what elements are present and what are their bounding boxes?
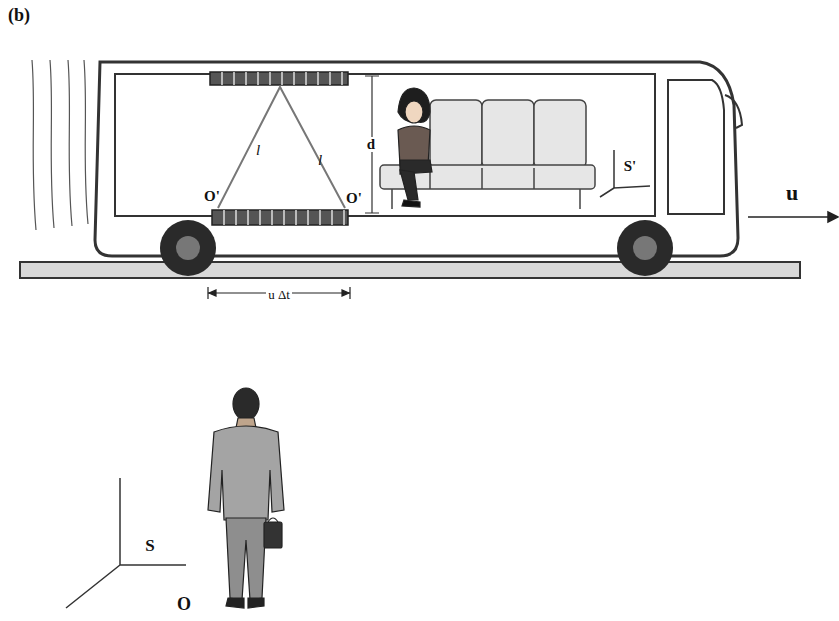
figure-label: u Δt — [266, 288, 292, 301]
figure-label: O' — [204, 189, 220, 204]
standing-man — [208, 388, 284, 608]
figure-label: (b) — [8, 6, 30, 24]
velocity-arrow — [748, 212, 838, 222]
frame-axes-s-prime — [600, 150, 650, 197]
figure-label: S' — [624, 159, 637, 174]
road — [20, 262, 800, 278]
figure-label: d — [365, 137, 377, 152]
light-path — [218, 87, 345, 208]
figure-label: O — [177, 595, 191, 613]
figure-label: l — [318, 153, 322, 168]
wheels — [160, 220, 673, 276]
figure-label: l — [256, 143, 260, 158]
figure-label: O' — [346, 191, 362, 206]
mirrors — [210, 72, 348, 225]
seated-woman — [398, 88, 432, 207]
figure-label: u — [786, 182, 798, 204]
height-dimension — [365, 76, 379, 213]
frame-axes-s — [66, 478, 186, 608]
seats — [380, 100, 595, 209]
figure-label: S — [145, 537, 154, 554]
